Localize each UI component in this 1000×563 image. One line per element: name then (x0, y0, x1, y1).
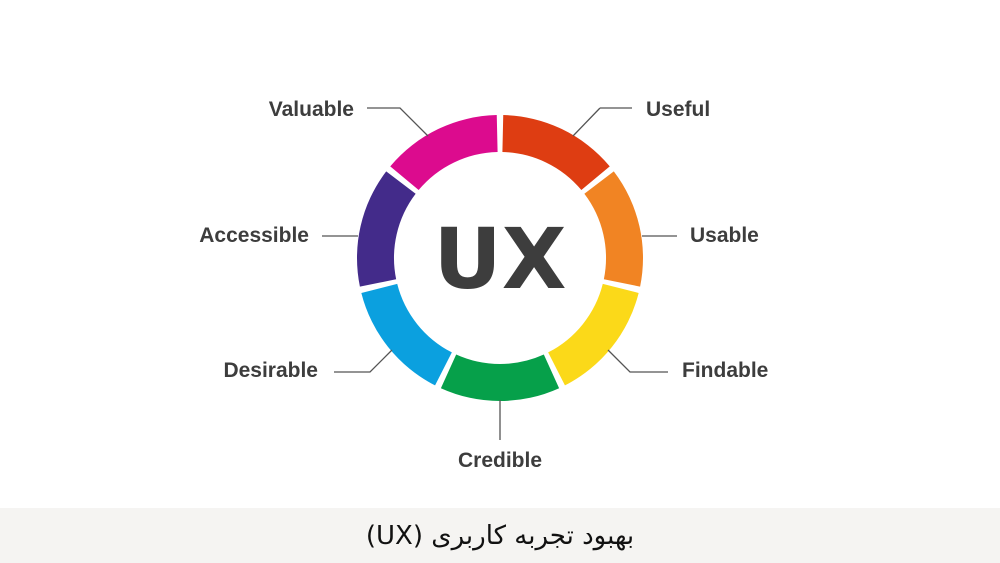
label-credible: Credible (458, 449, 542, 472)
segment-credible (440, 354, 560, 401)
segment-accessible (357, 171, 416, 287)
leader-valuable (367, 107, 429, 137)
segment-valuable (390, 115, 498, 191)
segment-desirable (361, 283, 452, 386)
segment-findable (548, 283, 639, 386)
leader-desirable (334, 349, 393, 373)
leader-findable (607, 349, 668, 373)
ring (357, 115, 643, 401)
leader-useful (572, 107, 632, 137)
label-findable: Findable (682, 359, 768, 382)
label-useful: Useful (646, 98, 710, 121)
label-accessible: Accessible (199, 224, 309, 247)
caption-text: بهبود تجربه کاربری (UX) (365, 520, 635, 551)
label-usable: Usable (690, 224, 759, 247)
label-valuable: Valuable (269, 98, 354, 121)
caption-bar: بهبود تجربه کاربری (UX) (0, 508, 1000, 563)
center-label: UX (434, 210, 567, 308)
segment-useful (502, 115, 610, 191)
ux-ring-diagram: UX Useful Usable Findable Credible Desir… (199, 98, 768, 472)
segment-usable (584, 171, 643, 287)
label-desirable: Desirable (223, 359, 318, 382)
